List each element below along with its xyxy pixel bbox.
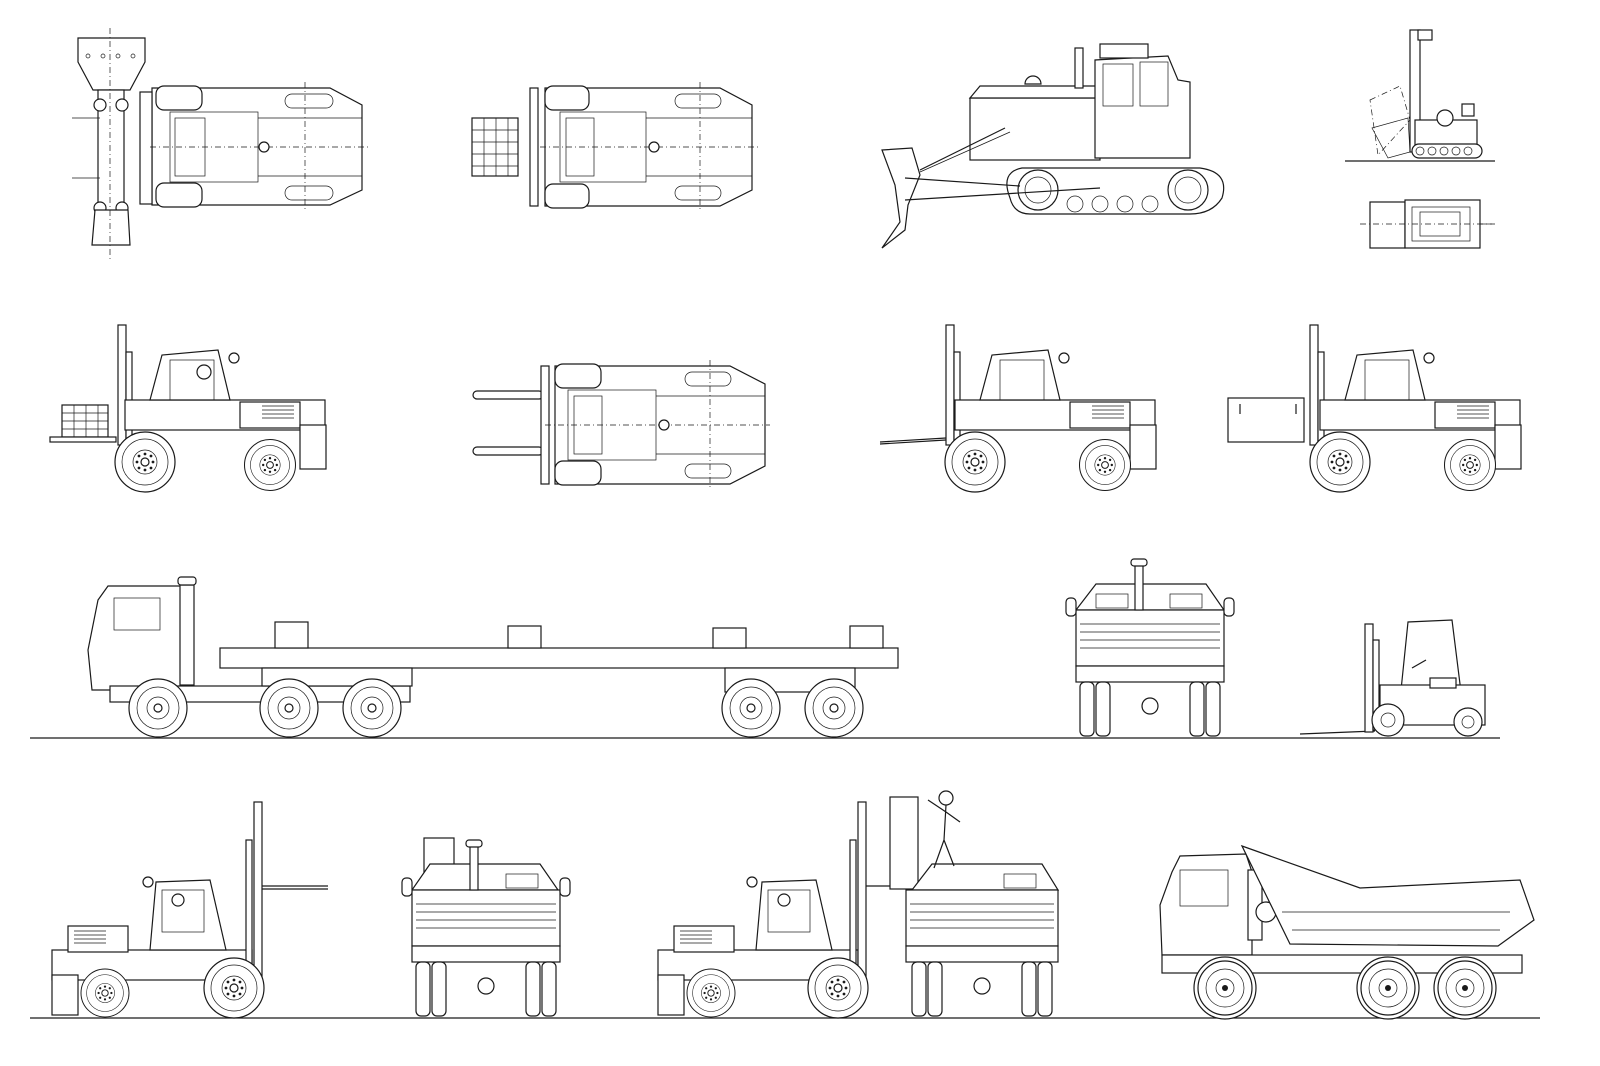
forklift-with-block-side-view xyxy=(1227,324,1522,493)
forklift-with-bricks-side-view xyxy=(49,324,327,493)
compact-forklift-side-view xyxy=(1299,619,1486,737)
forklift-forks-side-view xyxy=(879,324,1157,493)
small-loader-side-view xyxy=(1345,29,1495,162)
crawler-bulldozer-side-view xyxy=(881,43,1225,249)
forklift-fork-top-view xyxy=(472,360,770,490)
truck-with-flatbed-trailer-side-view xyxy=(87,576,899,738)
forklift-clamp-top-view xyxy=(72,28,370,262)
forklift-loading-truck-view xyxy=(657,790,1060,1019)
small-loader-top-view xyxy=(1360,199,1495,249)
truck-rear-with-load-view xyxy=(401,837,571,1017)
forklift-block-clamp-top-view xyxy=(471,82,760,212)
truck-rear-view xyxy=(1065,558,1235,737)
forklift-raised-forks-side-view xyxy=(51,801,328,1019)
dump-truck-side-view xyxy=(1159,844,1535,1020)
